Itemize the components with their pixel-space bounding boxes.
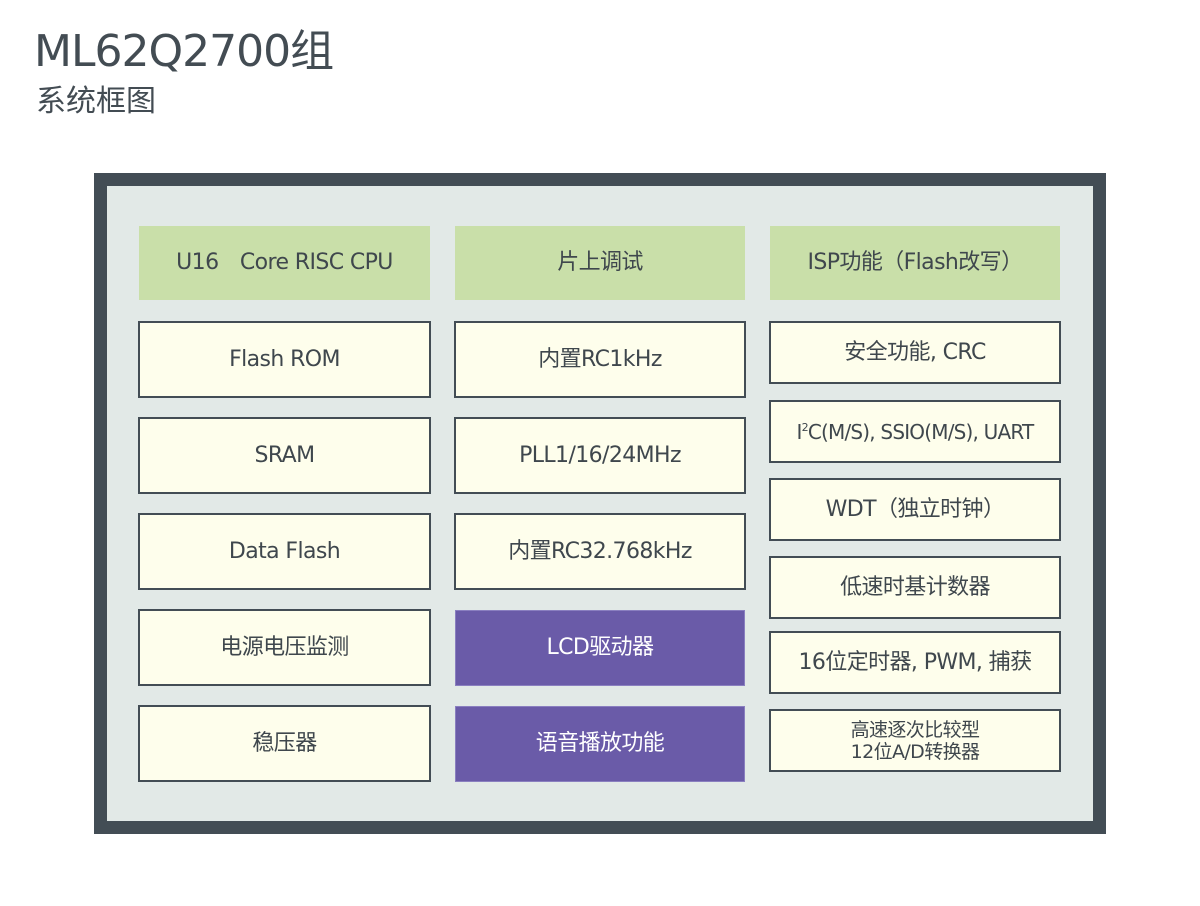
block-flash-rom: Flash ROM: [138, 321, 431, 398]
block-sram: SRAM: [138, 417, 431, 494]
block-low-speed-timebase: 低速时基计数器: [769, 556, 1061, 619]
block-label: 内置RC1kHz: [538, 346, 662, 372]
block-label: ISP功能（Flash改写）: [807, 250, 1024, 275]
block-label: 片上调试: [557, 250, 643, 275]
block-cpu-core: U16 Core RISC CPU: [139, 226, 430, 300]
block-pll: PLL1/16/24MHz: [454, 417, 746, 494]
block-voice-playback: 语音播放功能: [455, 706, 745, 782]
block-label: 电源电压监测: [220, 634, 349, 660]
block-label: PLL1/16/24MHz: [519, 442, 681, 468]
block-lcd-driver: LCD驱动器: [455, 610, 745, 686]
block-label-line1: 高速逐次比较型: [850, 718, 980, 741]
block-label: I2C(M/S), SSIO(M/S), UART: [796, 419, 1035, 444]
block-label: 内置RC32.768kHz: [508, 538, 692, 564]
label-rest: C(M/S), SSIO(M/S), UART: [807, 419, 1034, 444]
block-label: 语音播放功能: [535, 731, 665, 756]
block-rc-1khz: 内置RC1kHz: [454, 321, 746, 398]
block-wdt: WDT（独立时钟）: [769, 478, 1061, 541]
block-adc: 高速逐次比较型 12位A/D转换器: [769, 709, 1061, 772]
diagram-subtitle: 系统框图: [36, 84, 156, 119]
diagram-title: ML62Q2700组: [34, 26, 334, 77]
label-superscript: 2: [801, 420, 809, 434]
label-prefix: I: [796, 419, 803, 444]
block-label-line2: 12位A/D转换器: [850, 740, 980, 763]
block-label: 低速时基计数器: [840, 574, 990, 600]
block-on-chip-debug: 片上调试: [455, 226, 745, 300]
block-isp: ISP功能（Flash改写）: [770, 226, 1060, 300]
block-security-crc: 安全功能, CRC: [769, 321, 1061, 384]
block-label: U16 Core RISC CPU: [176, 250, 393, 275]
block-label: Flash ROM: [229, 346, 340, 372]
block-label: SRAM: [254, 442, 316, 468]
block-label: 16位定时器, PWM, 捕获: [798, 649, 1033, 675]
block-serial-interfaces: I2C(M/S), SSIO(M/S), UART: [769, 400, 1061, 463]
block-label: WDT（独立时钟）: [825, 496, 1005, 522]
block-timer-pwm: 16位定时器, PWM, 捕获: [769, 631, 1061, 694]
block-regulator: 稳压器: [138, 705, 431, 782]
block-rc-32khz: 内置RC32.768kHz: [454, 513, 746, 590]
block-label: 安全功能, CRC: [844, 339, 986, 365]
block-label: 稳压器: [252, 730, 317, 756]
block-label: LCD驱动器: [546, 635, 655, 660]
block-label: Data Flash: [228, 538, 341, 564]
block-data-flash: Data Flash: [138, 513, 431, 590]
block-voltage-monitor: 电源电压监测: [138, 609, 431, 686]
